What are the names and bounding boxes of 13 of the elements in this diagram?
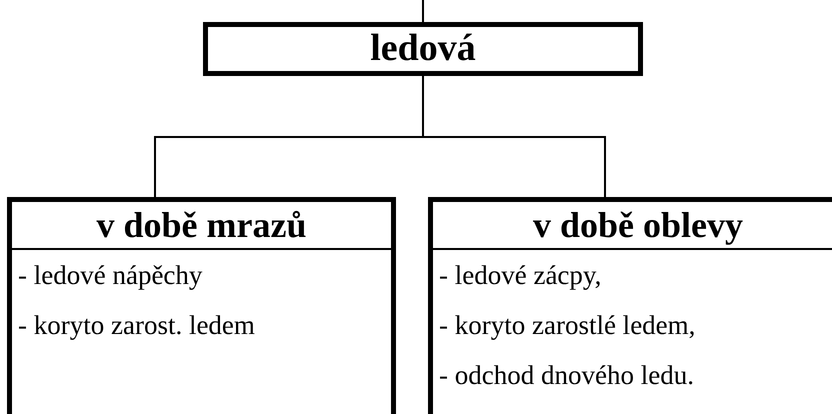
- box-heading: v době mrazů: [12, 202, 391, 250]
- list-item: - ledové zácpy,: [438, 259, 602, 292]
- connector-line: [422, 0, 424, 22]
- connector-line: [422, 76, 606, 197]
- category-box: [428, 197, 832, 414]
- list-item: - koryto zarostlé ledem,: [438, 309, 696, 342]
- box-heading: v době oblevy: [433, 202, 832, 250]
- list-item: - koryto zarost. ledem: [17, 309, 256, 342]
- list-item: - ledové nápěchy: [17, 259, 204, 292]
- category-box: [7, 197, 396, 414]
- box-heading: ledová: [369, 27, 477, 69]
- list-item: - odchod dnového ledu.: [438, 359, 695, 392]
- root-box: [203, 22, 643, 76]
